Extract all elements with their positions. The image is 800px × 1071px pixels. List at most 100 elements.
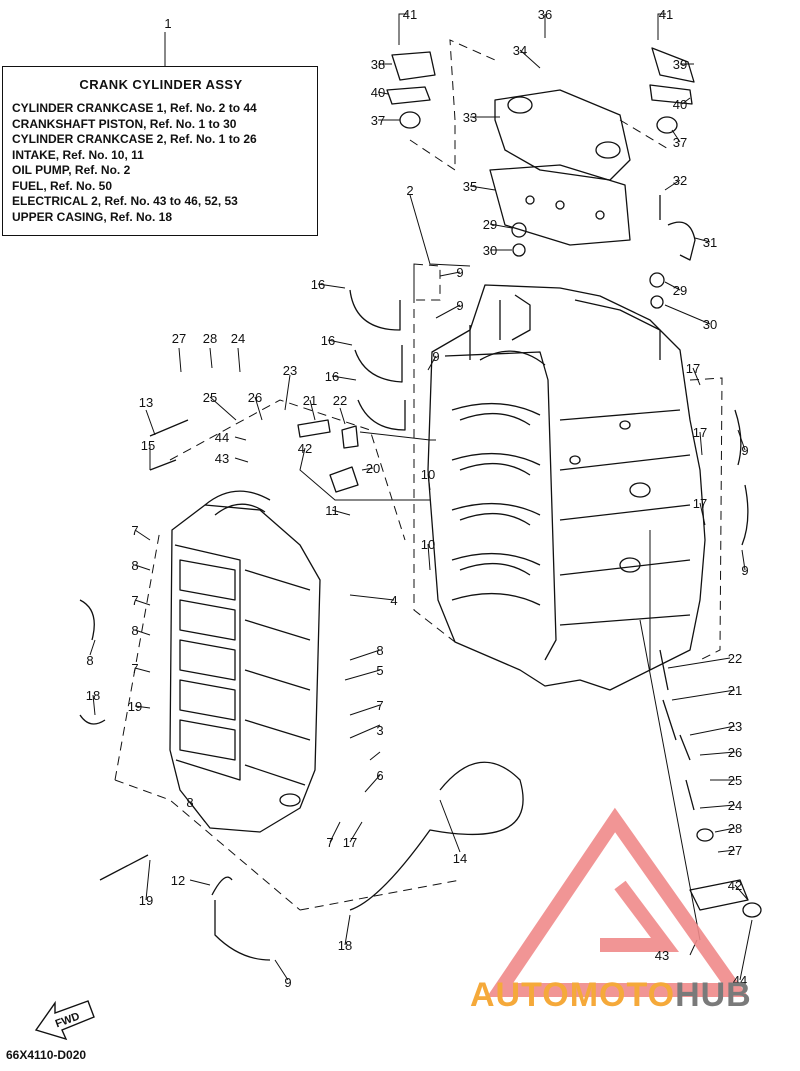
callout-label: 24 — [231, 331, 245, 346]
callout-label: 4 — [390, 593, 397, 608]
callout-label: 29 — [483, 217, 497, 232]
callout-label: 28 — [728, 821, 742, 836]
callout-label: 30 — [703, 317, 717, 332]
callout-label: 9 — [741, 563, 748, 578]
callout-label: 27 — [172, 331, 186, 346]
callout-label: 25 — [203, 390, 217, 405]
callout-label: 5 — [376, 663, 383, 678]
legend-line: OIL PUMP, Ref. No. 2 — [12, 163, 131, 177]
callout-label: 44 — [215, 430, 229, 445]
callout-label: 11 — [325, 503, 339, 518]
callout-label: 44 — [733, 973, 747, 988]
callout-label: 30 — [483, 243, 497, 258]
callout-label: 26 — [728, 745, 742, 760]
callout-label: 42 — [728, 878, 742, 893]
callout-label: 16 — [311, 277, 325, 292]
callout-label: 28 — [203, 331, 217, 346]
legend-line: INTAKE, Ref. No. 10, 11 — [12, 147, 144, 162]
callout-label: 41 — [659, 7, 673, 22]
callout-label: 8 — [186, 795, 193, 810]
callout-label: 7 — [131, 661, 138, 676]
callout-label: 19 — [139, 893, 153, 908]
callout-label: 39 — [673, 57, 687, 72]
callout-label: 38 — [371, 57, 385, 72]
callout-label: 43 — [215, 451, 229, 466]
exhaust-cover — [489, 89, 631, 246]
callout-label: 15 — [141, 438, 155, 453]
callout-label: 2 — [406, 183, 413, 198]
legend-ref-number: 1 — [164, 16, 171, 31]
callout-label: 9 — [456, 265, 463, 280]
callout-label: 40 — [673, 97, 687, 112]
callout-label: 10 — [421, 467, 435, 482]
callout-label: 22 — [333, 393, 347, 408]
callout-label: 13 — [139, 395, 153, 410]
callout-label: 26 — [248, 390, 262, 405]
callout-label: 16 — [325, 369, 339, 384]
callout-label: 27 — [728, 843, 742, 858]
callout-label: 31 — [703, 235, 717, 250]
legend-line: ELECTRICAL 2, Ref. No. 43 to 46, 52, 53 — [12, 194, 238, 208]
callout-label: 32 — [673, 173, 687, 188]
drawing-code: 66X4110-D020 — [6, 1048, 87, 1062]
watermark-part-1: AUTOMOTO — [470, 976, 676, 1014]
callout-label: 17 — [693, 496, 707, 511]
callout-label: 22 — [728, 651, 742, 666]
callout-label: 25 — [728, 773, 742, 788]
legend-lines: CYLINDER CRANKCASE 1, Ref. No. 2 to 44 C… — [12, 101, 257, 225]
callout-label: 17 — [343, 835, 357, 850]
callout-label: 41 — [403, 7, 417, 22]
callout-label: 8 — [86, 653, 93, 668]
callout-label: 17 — [686, 361, 700, 376]
callout-label: 17 — [693, 425, 707, 440]
callout-label: 37 — [371, 113, 385, 128]
legend-title: CRANK CYLINDER ASSY — [79, 77, 243, 92]
callout-label: 7 — [326, 835, 333, 850]
callout-label: 29 — [673, 283, 687, 298]
callout-label: 10 — [421, 537, 435, 552]
callout-label: 6 — [376, 768, 383, 783]
callout-label: 9 — [432, 349, 439, 364]
legend-line: CYLINDER CRANKCASE 2, Ref. No. 1 to 26 — [12, 132, 257, 146]
watermark-text: AUTOMOTOHUB — [470, 976, 752, 1015]
callout-label: 16 — [321, 333, 335, 348]
legend-line: CYLINDER CRANKCASE 1, Ref. No. 2 to 44 — [12, 101, 257, 115]
callout-label: 9 — [741, 443, 748, 458]
callout-label: 12 — [171, 873, 185, 888]
callout-label: 8 — [131, 558, 138, 573]
callout-label: 21 — [728, 683, 742, 698]
callout-label: 37 — [673, 135, 687, 150]
fwd-arrow — [34, 1000, 95, 1041]
callout-label: 21 — [303, 393, 317, 408]
callout-label: 18 — [338, 938, 352, 953]
callout-label: 18 — [86, 688, 100, 703]
callout-label: 20 — [366, 461, 380, 476]
crankcase-block — [427, 284, 706, 691]
callout-label: 24 — [728, 798, 742, 813]
callout-label: 42 — [298, 441, 312, 456]
callout-label: 3 — [376, 723, 383, 738]
watermark-logo — [486, 807, 749, 997]
legend-line: CRANKSHAFT PISTON, Ref. No. 1 to 30 — [12, 116, 237, 131]
legend-box: CRANK CYLINDER ASSY CYLINDER CRANKCASE 1… — [2, 66, 318, 236]
callout-label: 23 — [728, 719, 742, 734]
callout-label: 7 — [376, 698, 383, 713]
callout-label: 9 — [456, 298, 463, 313]
callout-label: 8 — [376, 643, 383, 658]
callout-label: 40 — [371, 85, 385, 100]
callout-label: 9 — [284, 975, 291, 990]
legend-line: FUEL, Ref. No. 50 — [12, 178, 113, 193]
callout-label: 43 — [655, 948, 669, 963]
callout-label: 8 — [131, 623, 138, 638]
cylinder-block — [169, 490, 321, 833]
callout-label: 33 — [463, 110, 477, 125]
callout-label: 34 — [513, 43, 527, 58]
callout-label: 7 — [131, 593, 138, 608]
callout-label: 35 — [463, 179, 477, 194]
callout-label: 23 — [283, 363, 297, 378]
watermark-part-2: HUB — [675, 976, 752, 1014]
callout-label: 19 — [128, 699, 142, 714]
callout-label: 36 — [538, 7, 552, 22]
